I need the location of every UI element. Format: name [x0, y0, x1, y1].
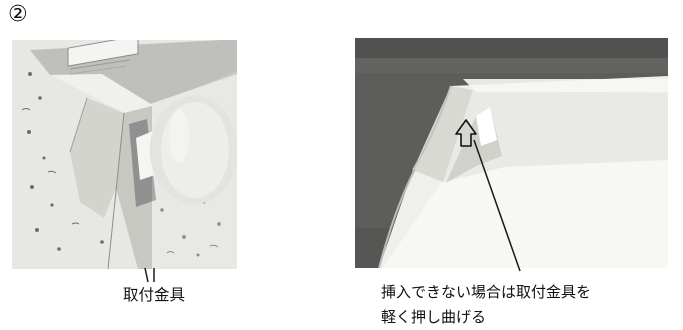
- right-caption-line-2: 軽く押し曲げる: [381, 308, 487, 326]
- up-arrow-icon: [455, 119, 477, 147]
- fixture-photo-right: [355, 38, 668, 268]
- left-caption-label: 取付金具: [123, 286, 186, 304]
- fixture-photo-illustration: [12, 40, 237, 269]
- right-caption-line-1: 挿入できない場合は取付金具を: [381, 283, 592, 301]
- step-number: ②: [8, 2, 28, 27]
- fixture-photo-left: [12, 40, 237, 269]
- right-caption-label: 挿入できない場合は取付金具を 軽く押し曲げる: [381, 280, 591, 330]
- mounting-bracket-photo-illustration: [355, 38, 668, 268]
